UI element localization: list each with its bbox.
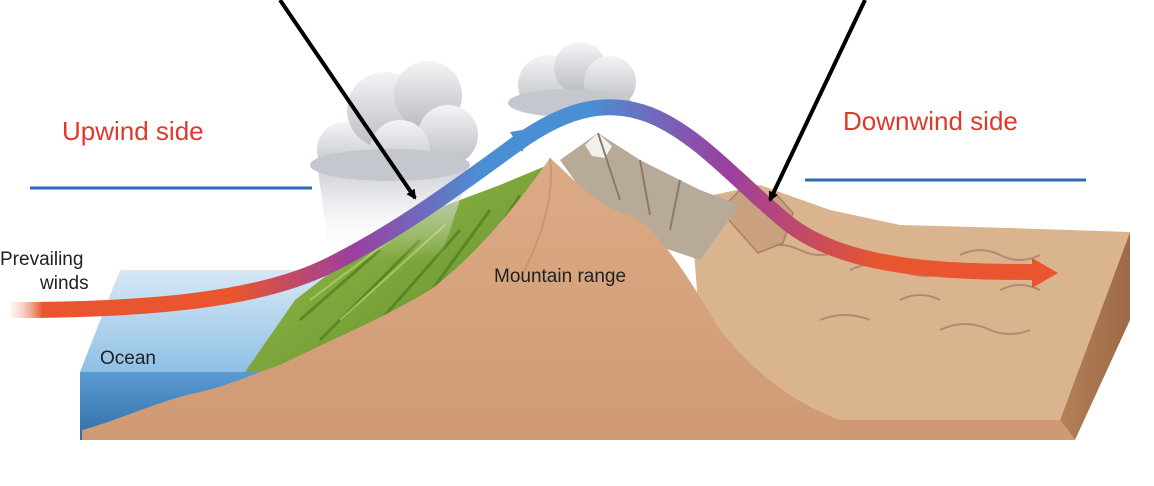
upwind-side-label: Upwind side (62, 116, 204, 146)
prevailing-winds-label-line2: winds (39, 273, 89, 294)
mountain-range (82, 157, 840, 440)
upwind-cloud-icon (310, 61, 478, 260)
downwind-side-label: Downwind side (843, 106, 1018, 136)
ocean-label: Ocean (100, 348, 156, 369)
downwind-pointer-arrow-icon (768, 0, 867, 202)
prevailing-wind-arrow-icon (9, 99, 1058, 318)
mountain-range-label: Mountain range (494, 266, 626, 287)
upwind-pointer-arrow-icon (278, 0, 417, 200)
prevailing-winds-label-line1: Prevailing (0, 249, 83, 270)
mountain-back-ridge (560, 132, 740, 260)
